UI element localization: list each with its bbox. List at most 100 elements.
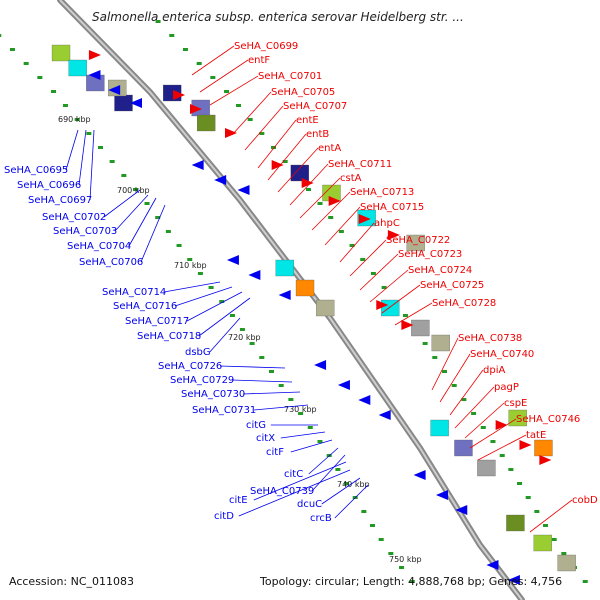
forward-gene-arrow [401, 320, 414, 330]
reverse-gene-label: crcB [310, 513, 332, 524]
guide-dot [361, 510, 367, 513]
guide-dot [370, 272, 376, 275]
guide-dot [307, 426, 313, 429]
forward-label-leader [394, 302, 433, 326]
forward-label-leader [529, 499, 573, 533]
forward-gene-label: cstA [340, 173, 362, 184]
reverse-gene-label: dcuC [297, 499, 322, 510]
kbp-tick-label: 710 kbp [174, 261, 207, 270]
forward-gene-arrow [301, 178, 314, 188]
reverse-label-leader [253, 461, 347, 501]
guide-dot [499, 454, 505, 457]
guide-dot [224, 90, 230, 93]
feature-block [275, 259, 294, 277]
guide-dot [525, 496, 531, 499]
reverse-gene-label: SeHA_C0702 [42, 212, 106, 223]
reverse-label-leader [311, 454, 346, 492]
reverse-label-leader [198, 297, 251, 337]
guide-dot [451, 384, 457, 387]
guide-dot [247, 118, 253, 121]
guide-dot [490, 440, 496, 443]
guide-dot [144, 202, 150, 205]
feature-block [508, 409, 527, 427]
reverse-gene-label: SeHA_C0704 [67, 241, 131, 252]
reverse-gene-label: SeHA_C0706 [79, 257, 143, 268]
forward-gene-label: cobD [572, 495, 598, 506]
forward-label-leader [439, 353, 471, 403]
reverse-gene-arrow [337, 380, 350, 390]
reverse-gene-label: citD [214, 511, 234, 522]
forward-label-leader [191, 45, 235, 76]
feature-block [197, 114, 216, 132]
reverse-gene-arrow [191, 160, 204, 170]
guide-dot [165, 230, 171, 233]
guide-dot [197, 272, 203, 275]
forward-gene-label: entB [306, 129, 329, 140]
guide-dot [338, 230, 344, 233]
guide-dot [298, 412, 304, 415]
reverse-gene-label: SeHA_C0726 [158, 361, 222, 372]
guide-dot [388, 552, 394, 555]
reverse-gene-label: citE [229, 495, 248, 506]
forward-gene-arrow [173, 90, 186, 100]
forward-gene-arrow [519, 440, 532, 450]
feature-block [295, 279, 315, 297]
forward-gene-label: SeHA_C0728 [432, 298, 496, 309]
guide-dot [370, 524, 376, 527]
forward-gene-arrow [495, 420, 508, 430]
forward-label-leader [299, 177, 341, 219]
feature-block [534, 439, 553, 457]
forward-gene-label: entA [318, 143, 341, 154]
guide-dot [51, 90, 57, 93]
forward-label-leader [244, 105, 284, 151]
feature-block [506, 514, 525, 532]
reverse-gene-arrow [435, 490, 448, 500]
forward-label-leader [231, 91, 272, 136]
reverse-label-leader [163, 281, 221, 293]
forward-gene-label: SeHA_C0740 [470, 349, 534, 360]
guide-dot [208, 286, 214, 289]
kbp-tick-label: 730 kbp [284, 405, 317, 414]
feature-block [290, 164, 309, 182]
guide-dot [317, 202, 323, 205]
feature-block [68, 59, 87, 77]
forward-gene-arrow [539, 455, 552, 465]
guide-dot [378, 538, 384, 541]
feature-block [51, 44, 71, 62]
kbp-tick-label: 750 kbp [389, 555, 422, 564]
guide-dot [98, 146, 103, 149]
forward-label-leader [469, 418, 517, 449]
guide-dot [508, 468, 514, 471]
forward-gene-label: entE [296, 115, 319, 126]
guide-dot [317, 440, 323, 443]
feature-block [316, 299, 335, 317]
forward-gene-label: SeHA_C0715 [360, 202, 424, 213]
guide-dot [271, 146, 276, 149]
guide-dot [229, 314, 235, 317]
feature-block [431, 334, 450, 352]
reverse-gene-label: SeHA_C0703 [53, 226, 117, 237]
forward-gene-label: SeHA_C0723 [398, 249, 462, 260]
reverse-gene-label: citX [256, 433, 275, 444]
guide-dot [259, 132, 265, 135]
map-title: Salmonella enterica subsp. enterica sero… [92, 10, 464, 24]
reverse-gene-label: SeHA_C0731 [192, 405, 256, 416]
forward-gene-arrow [387, 230, 400, 240]
forward-gene-label: ahpC [374, 218, 400, 229]
guide-dot [335, 468, 341, 471]
guide-dot [155, 20, 161, 23]
feature-block [406, 234, 425, 252]
accession-text: Accession: NC_011083 [9, 575, 135, 588]
guide-dot [288, 398, 294, 401]
guide-dot [74, 118, 80, 121]
reverse-gene-arrow [248, 270, 261, 280]
reverse-gene-label: SeHA_C0717 [125, 316, 189, 327]
forward-label-leader [267, 133, 307, 181]
reverse-gene-arrow [237, 185, 250, 195]
reverse-gene-arrow [226, 255, 239, 265]
forward-gene-label: SeHA_C0707 [283, 101, 347, 112]
guide-dot [582, 580, 588, 583]
forward-gene-arrow [271, 160, 284, 170]
topology-text: Topology: circular; Length: 4,888,768 bp… [260, 575, 563, 588]
